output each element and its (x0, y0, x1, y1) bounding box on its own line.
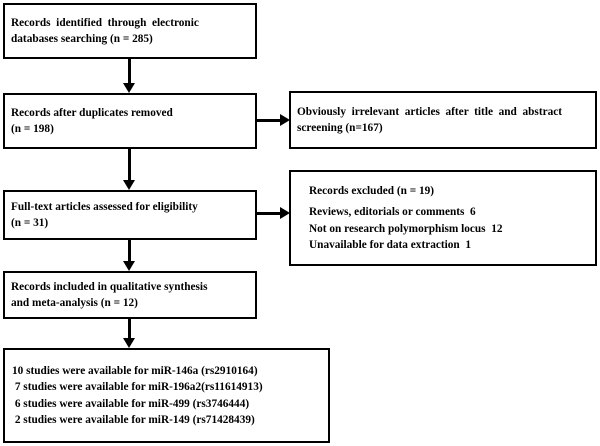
text-line: 6 studies were available for miR-499 (rs… (12, 397, 250, 410)
node-studies-breakdown: 10 studies were available for miR-146a (… (3, 348, 330, 443)
node-records-excluded-text: Records excluded (n = 19) Reviews, edito… (291, 183, 595, 252)
node-records-included: Records included in qualitative synthesi… (3, 271, 257, 319)
connector-fulltext-to-excluded (257, 212, 283, 215)
node-records-after-duplicates-text: Records after duplicates removed (n = 19… (5, 105, 255, 137)
node-fulltext-assessed: Full-text articles assessed for eligibil… (3, 190, 257, 240)
text-line: Reviews, editorials or comments 6 (309, 206, 476, 219)
node-records-excluded: Records excluded (n = 19) Reviews, edito… (289, 170, 597, 266)
node-studies-breakdown-text: 10 studies were available for miR-146a (… (5, 363, 328, 427)
text-line: Full-text articles assessed for eligibil… (11, 200, 198, 213)
text-line: 10 studies were available for miR-146a (… (12, 365, 258, 378)
text-line: Records after duplicates removed (11, 106, 173, 119)
node-records-identified: Records identified through electronic da… (3, 3, 257, 59)
connector-fulltext-to-included (128, 240, 131, 263)
connector-duplicates-to-fulltext (128, 149, 131, 182)
text-line: Records identified through electronic (11, 16, 199, 29)
node-obviously-irrelevant: Obviously irrelevant articles after titl… (289, 91, 597, 149)
arrowhead-right-icon (280, 114, 290, 126)
arrowhead-down-icon (123, 261, 135, 271)
connector-identified-to-duplicates (128, 59, 131, 85)
text-line: (n = 31) (11, 217, 49, 229)
text-line: Records excluded (n = 19) (309, 185, 435, 198)
text-line: Records included in qualitative synthesi… (11, 280, 208, 293)
text-line: databases searching (n = 285) (11, 33, 153, 45)
node-records-identified-text: Records identified through electronic da… (5, 15, 255, 47)
arrowhead-down-icon (123, 83, 135, 93)
node-records-after-duplicates: Records after duplicates removed (n = 19… (3, 93, 257, 149)
connector-duplicates-to-irrelevant (257, 119, 283, 122)
text-line: (n = 198) (11, 123, 54, 135)
text-line: 2 studies were available for miR-149 (rs… (12, 413, 255, 426)
node-fulltext-assessed-text: Full-text articles assessed for eligibil… (5, 199, 255, 231)
arrowhead-right-icon (280, 207, 290, 219)
text-line: 7 studies were available for miR-196a2(r… (12, 381, 263, 394)
text-line: Obviously irrelevant articles after titl… (297, 105, 563, 118)
text-line: Not on research polymorphism locus 12 (309, 222, 503, 235)
text-line: Unavailable for data extraction 1 (309, 238, 472, 251)
node-obviously-irrelevant-text: Obviously irrelevant articles after titl… (291, 104, 595, 136)
connector-included-to-studies (128, 319, 131, 340)
text-line: and meta-analysis (n = 12) (11, 297, 138, 309)
text-line: screening (n=167) (297, 122, 383, 134)
arrowhead-down-icon (123, 180, 135, 190)
arrowhead-down-icon (123, 338, 135, 348)
node-records-included-text: Records included in qualitative synthesi… (5, 279, 255, 311)
